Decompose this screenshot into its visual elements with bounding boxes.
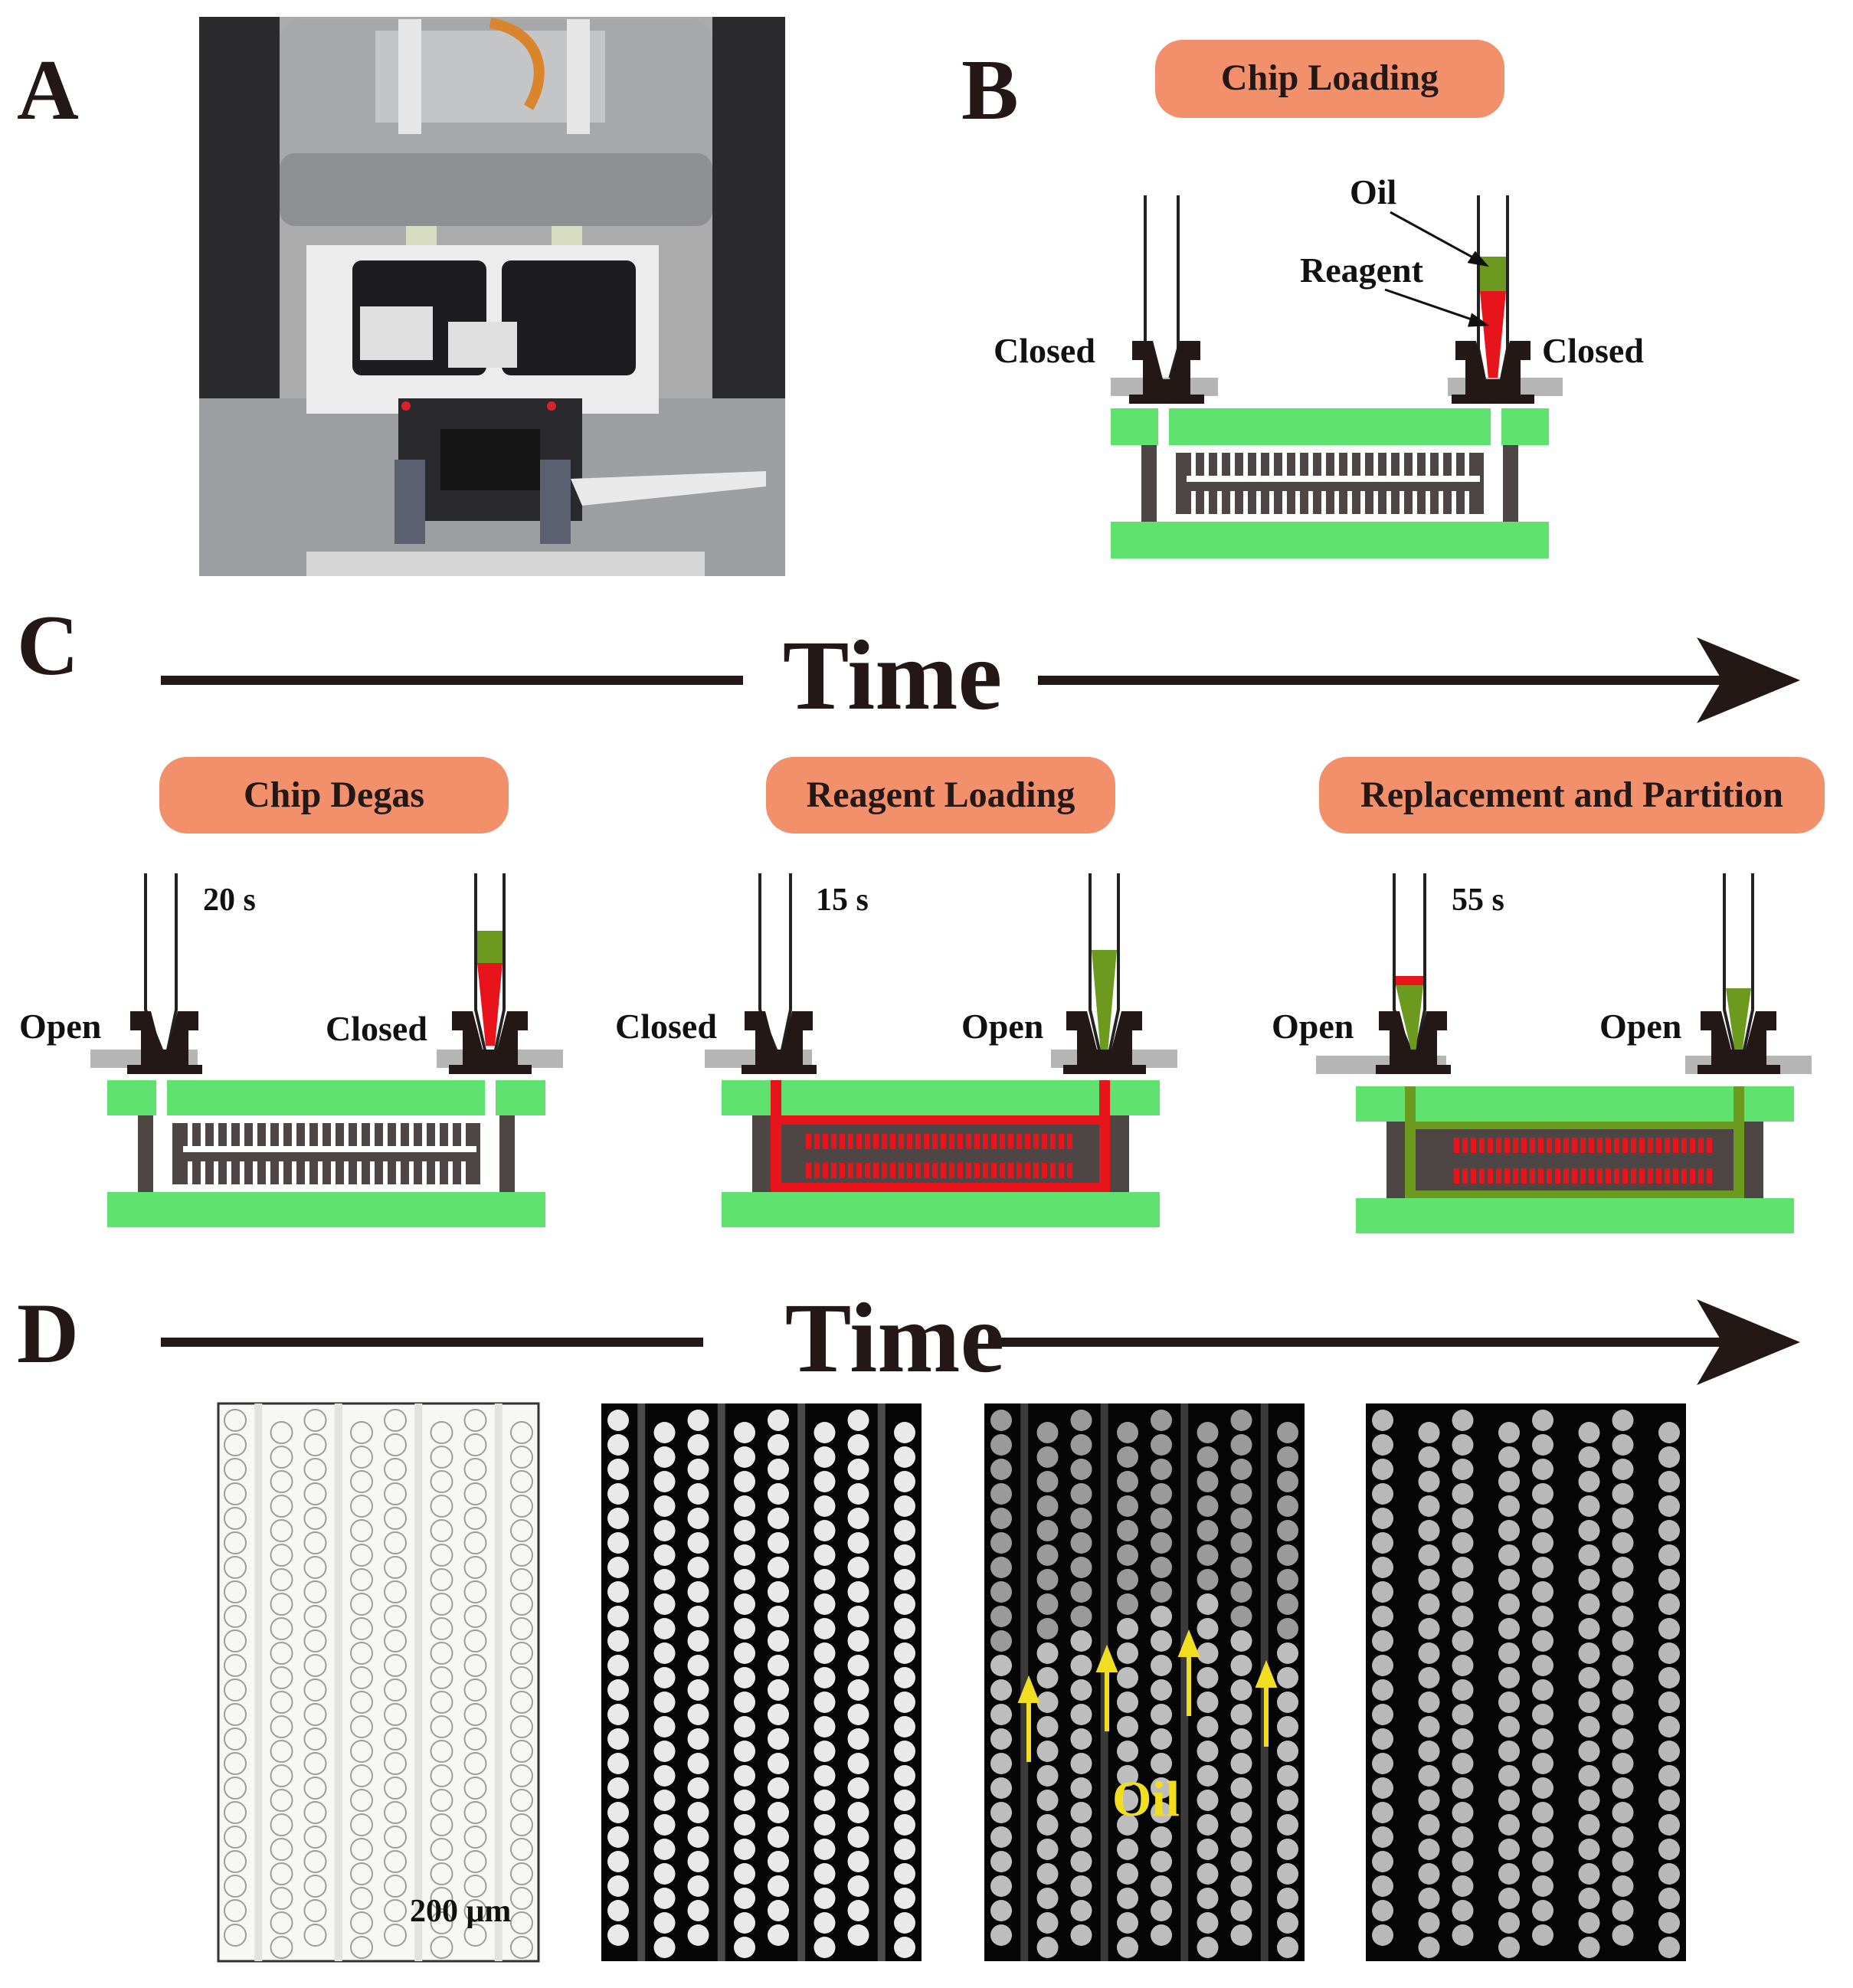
b-left-valve-label: Closed	[994, 331, 1095, 370]
stage-label-chip-loading: Chip Loading	[1221, 57, 1439, 98]
time-label-d: Time	[785, 1283, 1004, 1394]
scale-bar-label: 200 μm	[410, 1894, 511, 1929]
duration-degas: 20 s	[203, 883, 256, 918]
panel-label-d: D	[17, 1286, 79, 1381]
oil-flow-arrows	[1017, 1629, 1278, 1762]
chip-diagram-b	[1111, 195, 1563, 558]
micrograph-oil-replacing: Oil	[984, 1403, 1305, 1961]
b-right-valve-label: Closed	[1542, 331, 1644, 370]
stage-box-degas	[159, 757, 509, 834]
replacement-left-valve: Open	[1272, 1007, 1354, 1046]
stage-label-reagent-loading: Reagent Loading	[807, 775, 1075, 815]
chip-diagram-reagent-loading	[705, 873, 1177, 1227]
panel-label-c: C	[17, 598, 79, 693]
micrograph-reagent-filled	[601, 1403, 922, 1961]
stage-box-chip-loading	[1155, 40, 1504, 118]
chip-diagram-replacement	[1316, 873, 1812, 1233]
b-oil-label: Oil	[1350, 172, 1396, 211]
instrument-photo	[199, 17, 785, 576]
panel-label-a: A	[17, 43, 79, 138]
panel-label-b: B	[961, 43, 1019, 138]
stage-label-degas: Chip Degas	[244, 775, 424, 815]
valve-right	[1452, 341, 1534, 404]
degas-right-valve: Closed	[326, 1009, 427, 1048]
micrograph-partitioned	[1366, 1403, 1686, 1961]
time-label-c: Time	[783, 621, 1002, 731]
duration-reagent-loading: 15 s	[816, 883, 869, 918]
micrograph-brightfield	[217, 1402, 540, 1963]
degas-left-valve: Open	[19, 1007, 101, 1046]
time-arrow-c	[161, 637, 1800, 723]
stage-box-replacement	[1319, 757, 1825, 834]
b-annotation-arrows	[1384, 211, 1490, 327]
chip-diagram-degas	[90, 873, 563, 1227]
oil-label-micrograph: Oil	[1112, 1771, 1180, 1827]
reagent-left-valve: Closed	[615, 1007, 717, 1046]
reagent-right-valve: Open	[961, 1007, 1043, 1046]
time-arrow-d	[161, 1299, 1800, 1385]
stage-label-replacement: Replacement and Partition	[1360, 775, 1783, 815]
b-reagent-label: Reagent	[1300, 251, 1424, 290]
replacement-right-valve: Open	[1599, 1007, 1681, 1046]
duration-replacement: 55 s	[1452, 883, 1504, 918]
stage-box-reagent-loading	[766, 757, 1115, 834]
valve-left	[1129, 341, 1204, 404]
